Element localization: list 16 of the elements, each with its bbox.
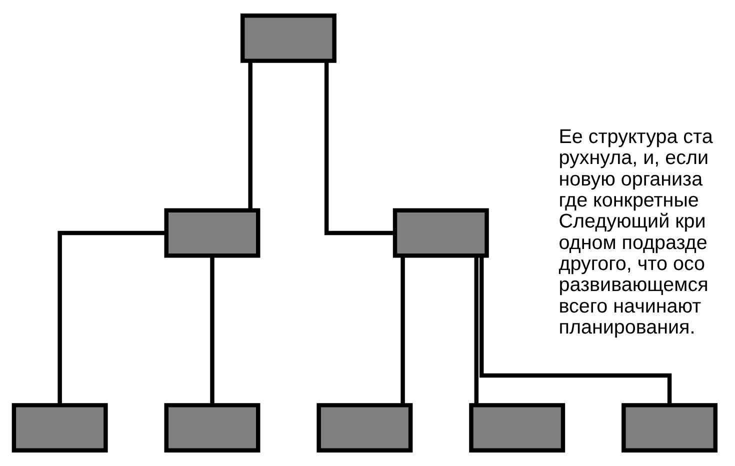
connector (210, 256, 214, 405)
connector (324, 60, 394, 236)
connector (479, 256, 672, 405)
connector (248, 60, 252, 210)
node-box (622, 403, 718, 452)
connector (400, 256, 405, 405)
node-box (469, 403, 566, 452)
node-box (12, 403, 108, 452)
node-box (392, 208, 489, 258)
connector (474, 256, 479, 405)
node-box (164, 403, 260, 452)
node-box (240, 14, 336, 63)
label: Ее структура ста рухнула, и, если новую организа где конкретные Следующий кри одном подразде другого, что осо развивающемся всего начинают планирования. (558, 126, 713, 338)
node-box (164, 208, 260, 258)
connector (58, 230, 166, 406)
node-box (316, 403, 413, 452)
